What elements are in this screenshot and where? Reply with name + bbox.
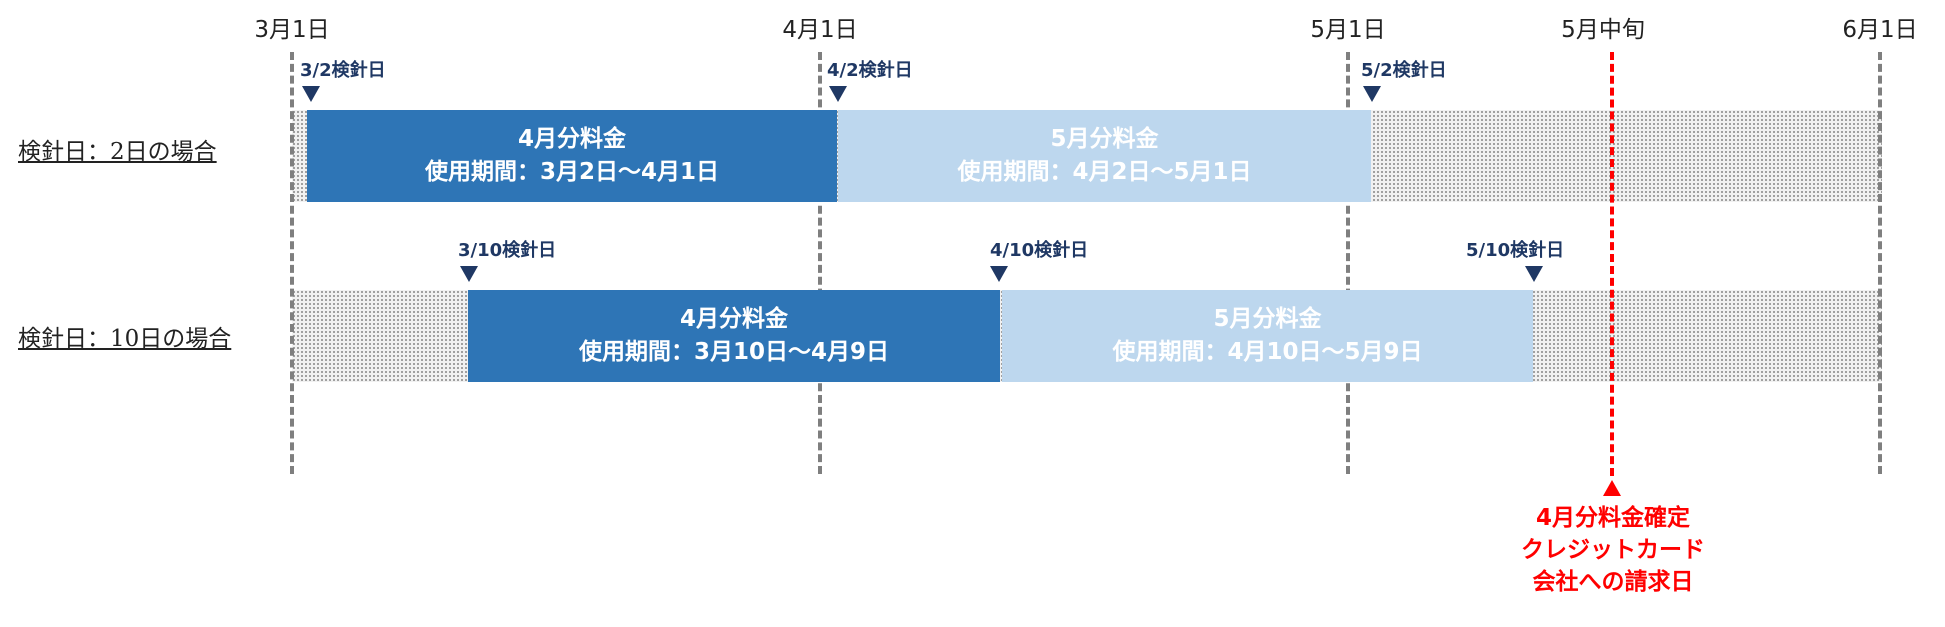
date-label-mid-may: 5月中旬 [1561, 17, 1645, 43]
guide-line-mid-may [1610, 52, 1614, 476]
date-label-mar1: 3月1日 [254, 17, 330, 43]
date-label-jun1: 6月1日 [1842, 17, 1918, 43]
row1-bar-may: 5月分料金 使用期間：4月2日～5月1日 [838, 110, 1371, 202]
row2-bar-april-title: 4月分料金 [679, 306, 788, 332]
row2-bar-may: 5月分料金 使用期間：4月10日～5月9日 [1002, 290, 1533, 382]
row1-bar-april-period: 使用期間：3月2日～4月1日 [424, 159, 719, 185]
row2-bar-april: 4月分料金 使用期間：3月10日～4月9日 [468, 290, 1000, 382]
row2-bar-may-title: 5月分料金 [1213, 306, 1322, 332]
row2-bar-april-period: 使用期間：3月10日～4月9日 [578, 339, 890, 365]
row1-marker-may-icon [1363, 86, 1381, 102]
billing-note-line-3: 会社への請求日 [1532, 569, 1694, 595]
guide-line-jun1 [1878, 52, 1882, 474]
row2-meter-reading-apr: 4/10検針日 [990, 240, 1089, 261]
billing-note-line-1: 4月分料金確定 [1535, 505, 1690, 531]
row1-bar-april-title: 4月分料金 [517, 126, 626, 152]
billing-note-line-2: クレジットカード [1521, 537, 1705, 563]
date-label-apr1: 4月1日 [782, 17, 858, 43]
row1-bar-may-title: 5月分料金 [1050, 126, 1159, 152]
row1-marker-apr-icon [829, 86, 847, 102]
row2-marker-may-icon [1525, 266, 1543, 282]
billing-date-arrow-icon [1603, 480, 1621, 496]
row2-meter-reading-may: 5/10検針日 [1466, 240, 1565, 261]
row2-meter-reading-mar: 3/10検針日 [458, 240, 557, 261]
row1-meter-reading-may: 5/2検針日 [1361, 60, 1447, 81]
guide-line-apr1 [818, 52, 822, 474]
row1-bar-april: 4月分料金 使用期間：3月2日～4月1日 [307, 110, 837, 202]
row2-bar-may-period: 使用期間：4月10日～5月9日 [1112, 339, 1423, 365]
row1-bar-may-period: 使用期間：4月2日～5月1日 [957, 159, 1252, 185]
row1-marker-mar-icon [302, 86, 320, 102]
row2-marker-apr-icon [990, 266, 1008, 282]
row1-meter-reading-apr: 4/2検針日 [827, 60, 913, 81]
date-label-may1: 5月1日 [1310, 17, 1386, 43]
row2-label: 検針日：10日の場合 [18, 326, 232, 352]
billing-date-note: 4月分料金確定 クレジットカード 会社への請求日 [1521, 502, 1705, 598]
row1-label: 検針日：2日の場合 [18, 139, 217, 165]
guide-line-mar1 [290, 52, 294, 474]
row2-marker-mar-icon [460, 266, 478, 282]
row1-meter-reading-mar: 3/2検針日 [300, 60, 386, 81]
guide-line-may1 [1346, 52, 1350, 474]
